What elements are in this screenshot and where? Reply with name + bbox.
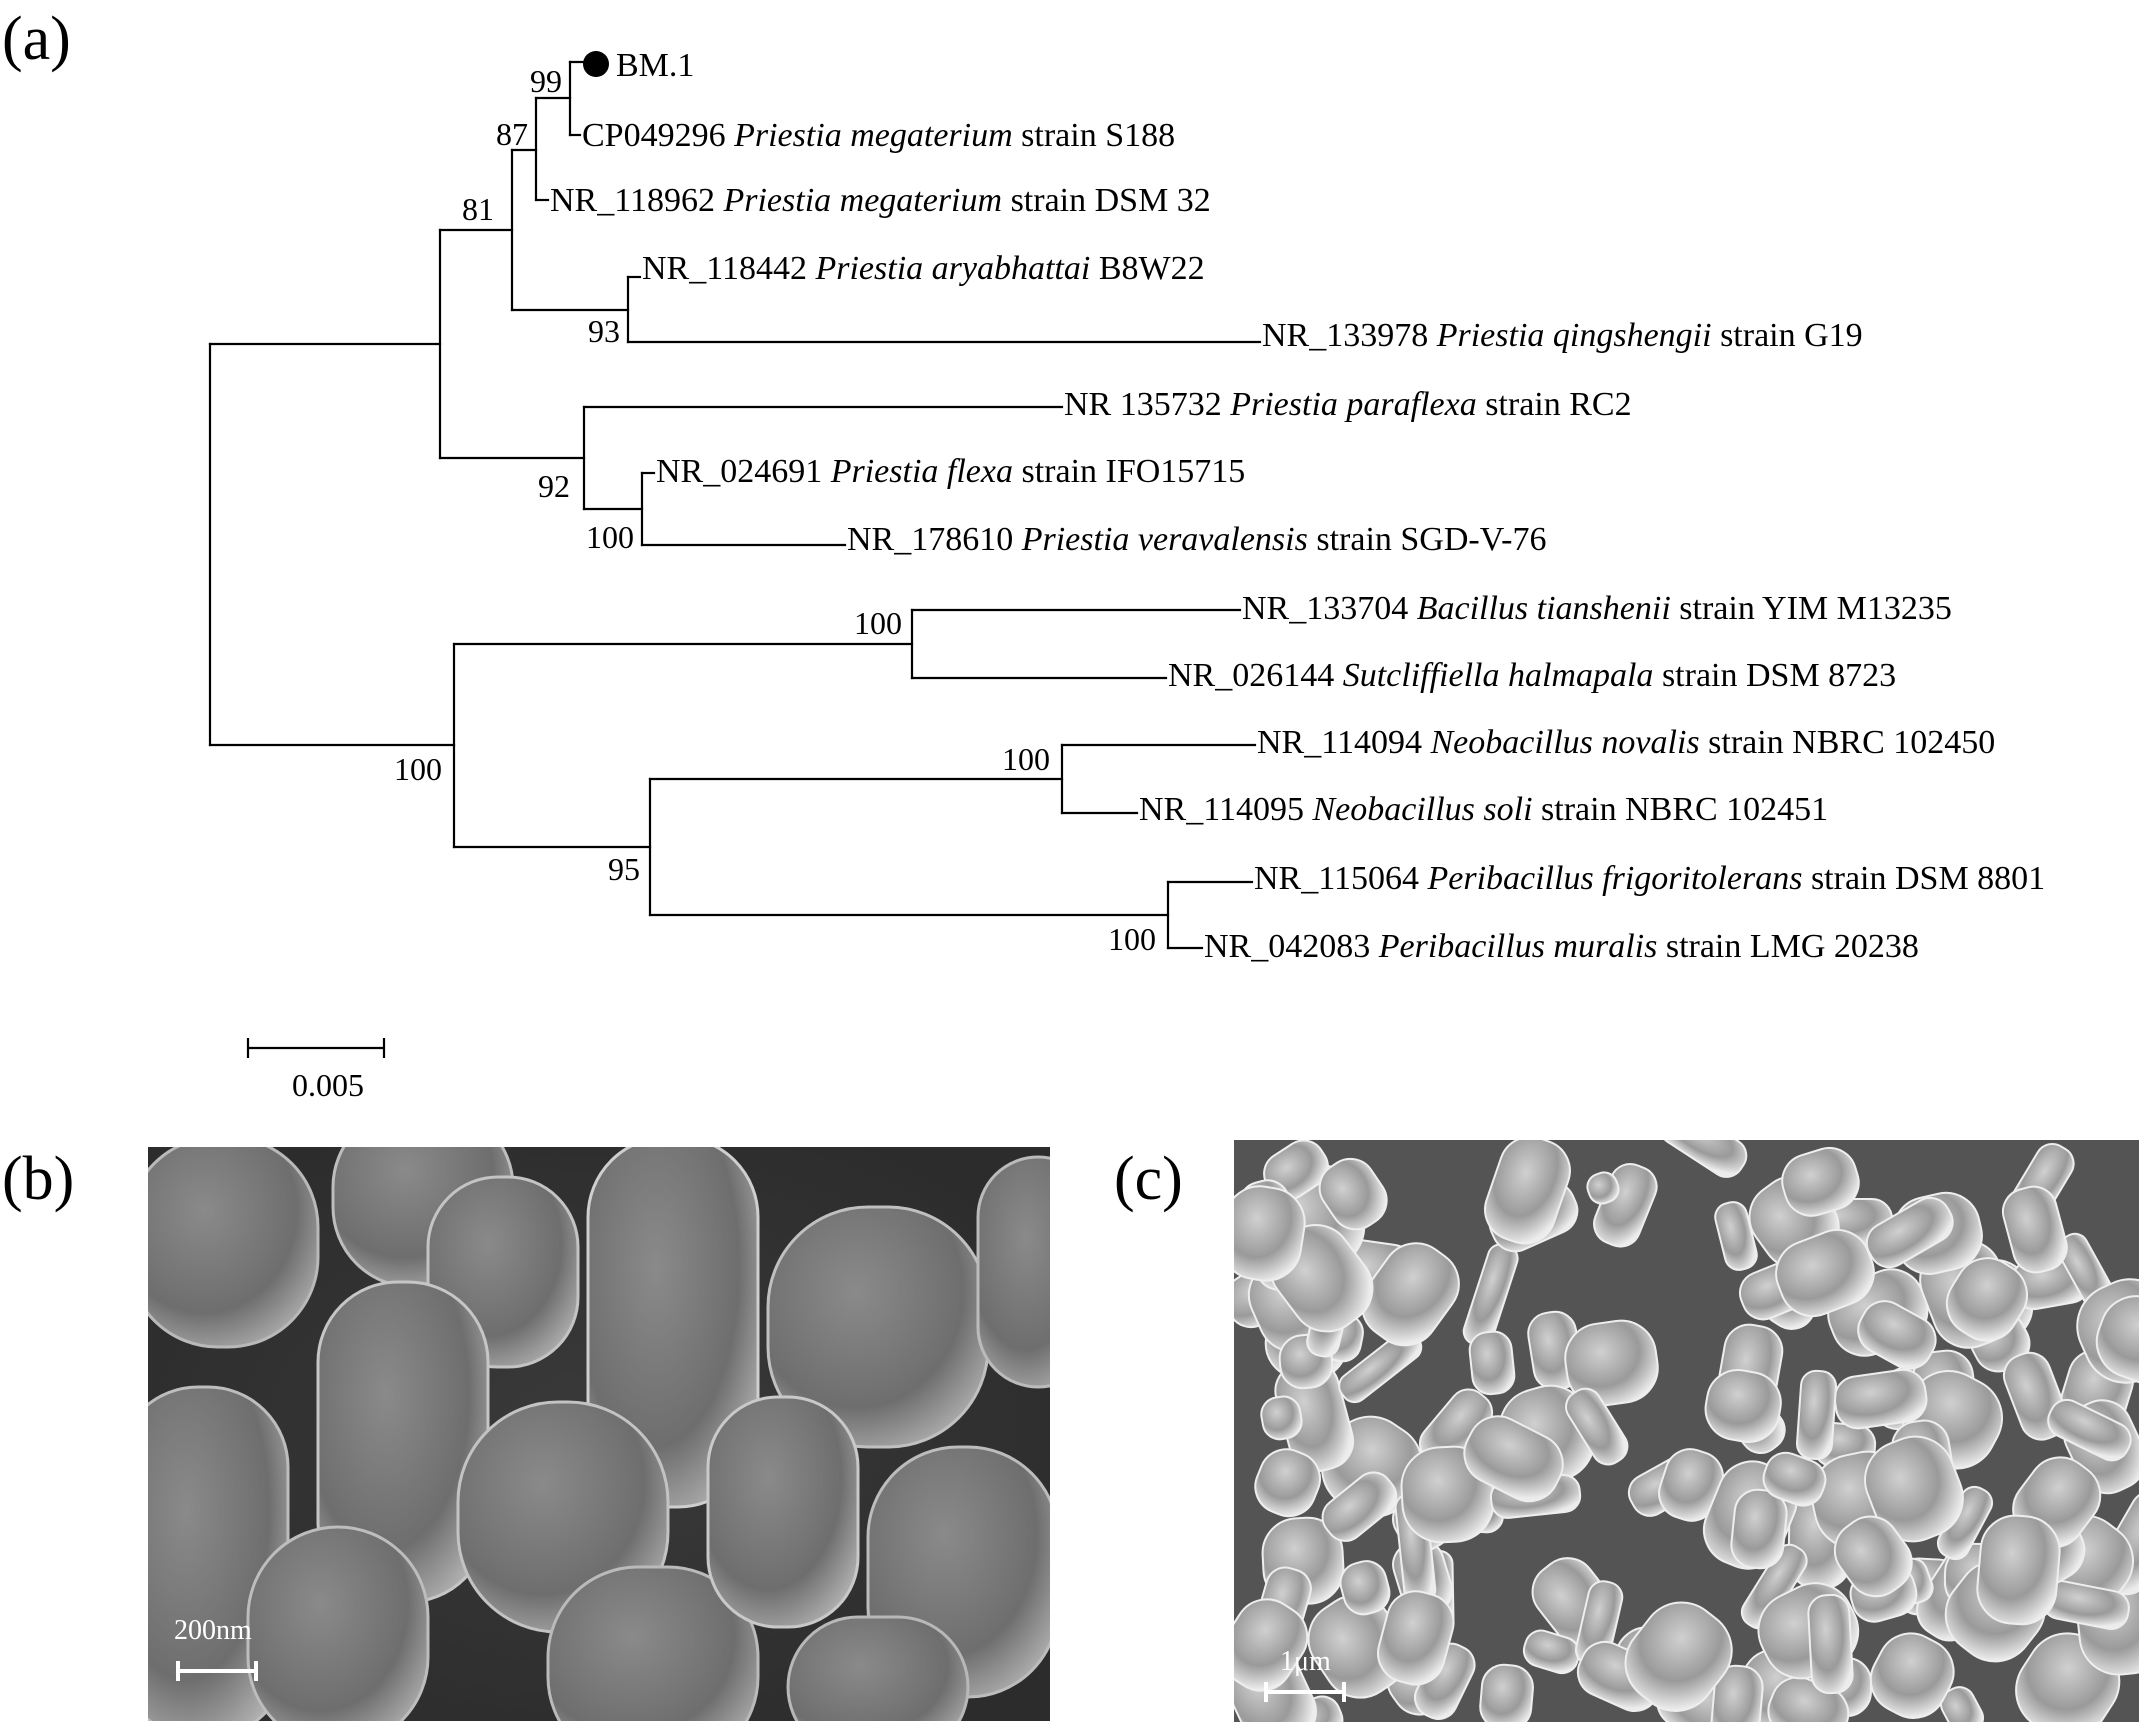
tree-scale-bar [246,1038,386,1058]
sem-particle [1659,1140,1748,1178]
leaf-label-nr133704: NR_133704 Bacillus tianshenii strain YIM… [1242,590,1952,627]
sem-particle [1479,1663,1534,1722]
bootstrap-label: 100 [1108,921,1156,957]
sem-particle [1775,1228,1875,1318]
sem-particle [1795,1369,1838,1461]
sem-particle [1869,1632,1955,1719]
sem-b-cells [148,1147,1050,1721]
query-strain-marker [583,51,609,77]
sem-b-scale-label: 200nm [174,1615,252,1646]
sem-particle [1781,1146,1860,1217]
sem-particle [1940,1686,1984,1722]
bootstrap-label: 95 [608,851,640,887]
sem-image-c: 1μm [1234,1140,2139,1722]
sem-particle [1254,1448,1321,1518]
sem-particle [1624,1601,1733,1712]
sem-particle [1484,1140,1571,1245]
leaf-label-nr135732: NR 135732 Priestia paraflexa strain RC2 [1064,386,1632,423]
bootstrap-label: 100 [1002,741,1050,777]
sem-particle [1586,1171,1620,1205]
sem-particle [1234,1598,1309,1692]
sem-b-scale-bar [176,1661,258,1681]
leaf-label-nr133978: NR_133978 Priestia qingshengii strain G1… [1262,317,1863,354]
panel-label-a: (a) [2,5,71,73]
sem-particle [1976,1514,2061,1626]
sem-particle [1865,1196,1954,1269]
sem-particle [1762,1451,1827,1507]
bootstrap-label: 99 [530,63,562,99]
sem-particle [1564,1319,1659,1407]
leaf-label-nr114094: NR_114094 Neobacillus novalis strain NBR… [1257,724,1995,761]
sem-image-b: 200nm [148,1147,1050,1721]
sem-particle [1710,1664,1764,1722]
sem-particle [1463,1415,1564,1503]
bootstrap-label: 100 [394,751,442,787]
bootstrap-label: 87 [496,116,528,152]
sem-particle [1945,1257,2029,1342]
leaf-label-nr024691: NR_024691 Priestia flexa strain IFO15715 [656,453,1245,490]
sem-particle [1234,1185,1306,1282]
panel-label-b: (b) [2,1145,75,1213]
sem-particle [1260,1395,1303,1441]
bootstrap-label: 93 [588,313,620,349]
sem-particle [1339,1560,1391,1616]
sem-particle [1522,1629,1581,1675]
sem-c-particles [1234,1140,2139,1722]
leaf-label-nr118442: NR_118442 Priestia aryabhattai B8W22 [642,250,1205,287]
sem-particle [1704,1369,1782,1443]
tree-scale-label: 0.005 [292,1067,364,1100]
sem-particle [1377,1590,1455,1686]
sem-c-scale-bar [1264,1682,1346,1702]
sem-c-scale-label: 1μm [1280,1646,1331,1677]
leaf-label-bm1: BM.1 [616,47,694,84]
leaf-label-nr178610: NR_178610 Priestia veravalensis strain S… [847,521,1547,558]
sem-particle [1807,1593,1854,1695]
sem-particle [1864,1435,1964,1543]
sem-particle [2095,1295,2139,1385]
sem-particle [1321,1471,1398,1542]
panel-label-c: (c) [1114,1145,1183,1213]
sem-particle [1714,1201,1758,1271]
bootstrap-label: 81 [462,191,494,227]
sem-particle [1360,1242,1460,1347]
sem-particle [1730,1488,1788,1570]
sem-particle [1833,1515,1913,1598]
sem-particle [1857,1300,1937,1370]
bootstrap-label: 100 [854,605,902,641]
sem-particle [2001,1185,2068,1274]
sem-particle [2047,1398,2132,1462]
leaf-label-nr118962: NR_118962 Priestia megaterium strain DSM… [550,182,1211,219]
sem-particle [1318,1157,1388,1231]
sem-particle [1468,1330,1516,1396]
leaf-label-nr026144: NR_026144 Sutcliffiella halmapala strain… [1168,657,1896,694]
sem-particle [1565,1387,1629,1466]
tree-branches [208,60,1262,950]
bootstrap-label: 100 [586,519,634,555]
leaf-label-nr042083: NR_042083 Peribacillus muralis strain LM… [1204,928,1919,965]
bootstrap-label: 92 [538,468,570,504]
leaf-label-nr114095: NR_114095 Neobacillus soli strain NBRC 1… [1139,791,1828,828]
leaf-label-nr115064: NR_115064 Peribacillus frigoritolerans s… [1254,860,2045,897]
leaf-label-cp049296: CP049296 Priestia megaterium strain S188 [582,117,1175,154]
